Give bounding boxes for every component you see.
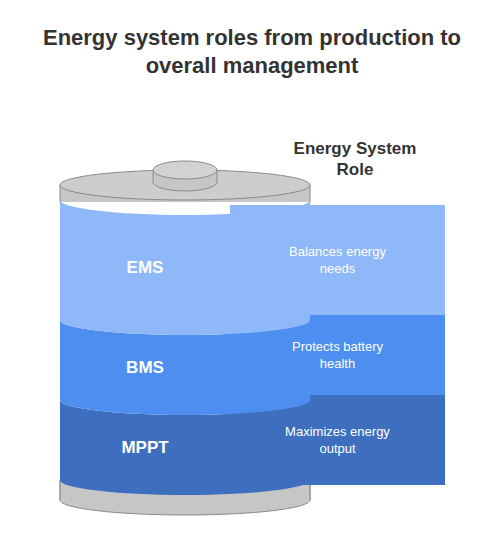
diagram-title: Energy system roles from production to o… [12,24,492,80]
layer-name: EMS [127,258,164,278]
terminal-base [153,182,217,191]
cap-edge [60,480,61,500]
layer-role: Maximizes energy output [274,423,402,457]
layer-name-cell: EMS [60,208,230,328]
terminal-top [153,161,217,179]
layer-role-cell: Balances energy needs [230,205,445,315]
layer-role: Protects battery health [274,338,402,372]
layer-name: MPPT [121,438,168,458]
layer-name-cell: MPPT [60,408,230,488]
cylinder-segment [60,400,310,495]
cap-edge [310,185,311,202]
layer-name-cell: BMS [60,328,230,408]
cylinder-segment [60,200,310,335]
cylinder-segment [60,320,310,415]
battery-layer: EMS Balances energy needs [60,200,445,320]
layer-shape [60,200,445,320]
layer-role: Balances energy needs [274,243,402,277]
layer-name: BMS [126,358,164,378]
column-header: Energy System Role [290,138,420,180]
cap-edge [60,185,61,202]
